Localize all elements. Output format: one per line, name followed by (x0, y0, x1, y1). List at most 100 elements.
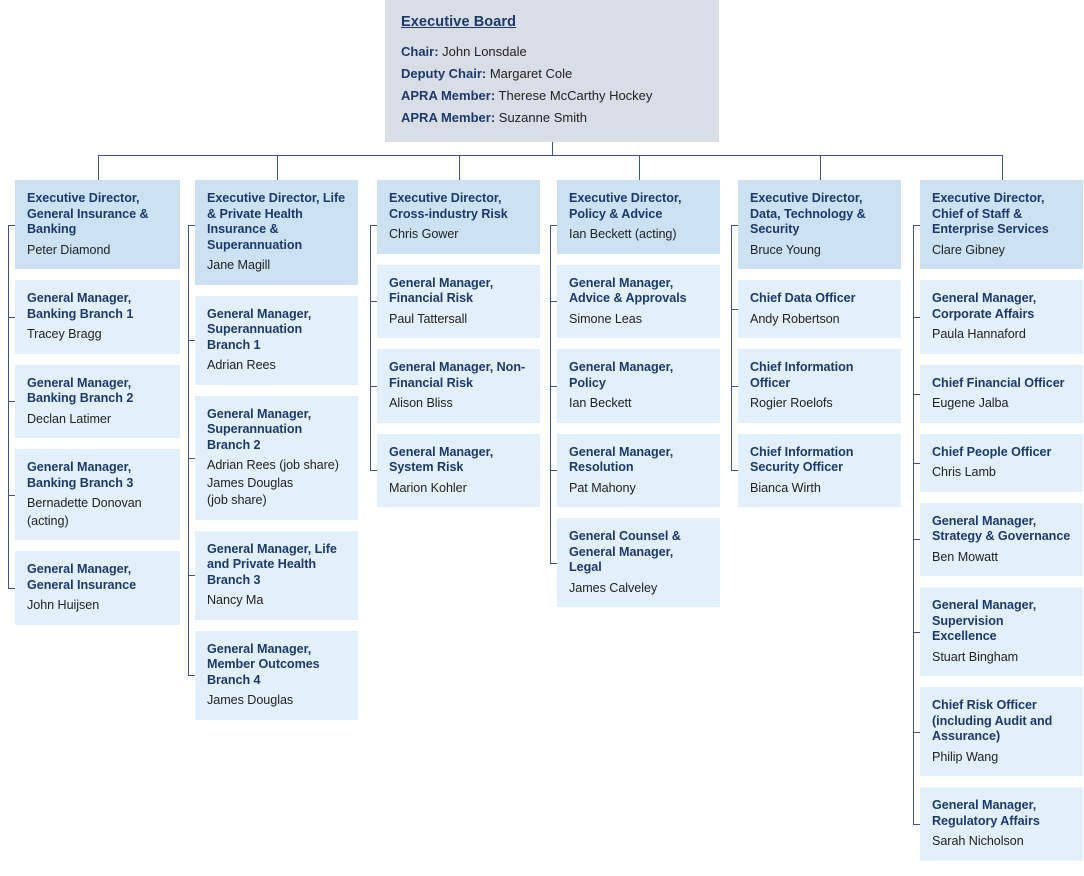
connector-stub-to-report (731, 386, 738, 387)
person-name: Paula Hannaford (932, 326, 1071, 344)
connector-column-spine (550, 225, 551, 563)
position-title: General Counsel & General Manager, Legal (569, 529, 681, 574)
position-title: Chief Risk Officer (including Audit and … (932, 698, 1053, 743)
person-name-line: Adrian Rees (207, 358, 276, 372)
person-name: Eugene Jalba (932, 395, 1071, 413)
person-name-line: Declan Latimer (27, 411, 111, 426)
executive-director-card: Executive Director, General Insurance & … (15, 180, 180, 269)
direct-report-card: General Manager, Member Outcomes Branch … (195, 630, 358, 720)
board-member-name: Margaret Cole (486, 66, 573, 81)
connector-stub-to-report (913, 394, 920, 395)
person-name-line: Philip Wang (932, 749, 999, 764)
person-name-line: Chris Lamb (932, 465, 996, 479)
person-name-line: Ben Mowatt (932, 549, 998, 564)
person-name: Adrian Rees (207, 357, 346, 375)
person-name: Chris Lamb (932, 464, 1071, 482)
person-name: Marion Kohler (389, 480, 528, 498)
connector-column-spine (8, 225, 9, 588)
person-name-line: (acting) (27, 513, 69, 528)
person-name-line: Paul Tattersall (389, 311, 468, 326)
connector-drop-to-director (820, 155, 821, 180)
position-title: General Manager, Non-Financial Risk (389, 360, 526, 390)
connector-stub-to-report (370, 301, 377, 302)
connector-stub-to-report (913, 632, 920, 633)
connector-column-spine (188, 225, 189, 675)
board-member-name: John Lonsdale (438, 44, 527, 59)
position-title: Chief Data Officer (750, 291, 856, 305)
person-name: Pat Mahony (569, 480, 708, 498)
person-name: Simone Leas (569, 311, 708, 329)
person-name-line: Rogier Roelofs (750, 396, 833, 410)
connector-stub-to-director (550, 225, 557, 226)
position-title: Executive Director, Chief of Staff & Ent… (932, 191, 1049, 236)
position-title: Chief People Officer (932, 444, 1052, 459)
person-name-line: Marion Kohler (389, 480, 467, 495)
connector-stub-to-report (550, 470, 557, 471)
person-name: Jane Magill (207, 257, 346, 275)
person-name-line: Bianca Wirth (750, 480, 821, 495)
position-title: General Manager, Resolution (569, 444, 674, 475)
person-name-line: Jane Magill (207, 258, 271, 272)
person-name: Sarah Nicholson (932, 833, 1071, 851)
person-name: John Huijsen (27, 597, 168, 615)
position-title: General Manager, Advice & Approvals (569, 275, 687, 306)
person-name: Alison Bliss (389, 395, 528, 413)
connector-stub-to-report (913, 824, 920, 825)
connector-stub-to-report (370, 386, 377, 387)
position-title: General Manager, Supervision Excellence (932, 598, 1037, 643)
person-name: Stuart Bingham (932, 649, 1071, 667)
connector-board-drop (552, 142, 553, 155)
person-name: Tracey Bragg (27, 326, 168, 344)
person-name-line: James Calveley (569, 580, 658, 595)
person-name: James Calveley (569, 580, 708, 598)
person-name-line: Paula Hannaford (932, 327, 1026, 341)
board-member-role: APRA Member: (401, 88, 496, 103)
connector-stub-to-director (188, 225, 195, 226)
connector-distribution-bus (98, 155, 1002, 156)
position-title: General Manager, Strategy & Governance (932, 513, 1071, 544)
connector-stub-to-report (731, 470, 738, 471)
person-name: Clare Gibney (932, 242, 1071, 260)
board-member-name: Therese McCarthy Hockey (495, 88, 653, 103)
connector-stub-to-report (8, 401, 15, 402)
connector-stub-to-director (370, 225, 377, 226)
person-name-line: Clare Gibney (932, 242, 1005, 257)
person-name-line: Pat Mahony (569, 480, 636, 495)
connector-stub-to-report (8, 588, 15, 589)
board-member-row: Chair: John Lonsdale (401, 41, 703, 63)
position-title: General Manager, Corporate Affairs (932, 291, 1037, 321)
connector-drop-to-director (98, 155, 99, 180)
position-title: Executive Director, Data, Technology & S… (750, 191, 866, 236)
person-name-line: Alison Bliss (389, 396, 453, 410)
person-name-line: James Douglas (207, 475, 294, 490)
connector-stub-to-report (8, 317, 15, 318)
position-title: General Manager, System Risk (389, 444, 494, 475)
connector-column-spine (370, 225, 371, 470)
person-name: Adrian Rees (job share)James Douglas(job… (207, 457, 346, 510)
executive-director-card: Executive Director, Data, Technology & S… (738, 180, 901, 269)
position-title: General Manager, Policy (569, 360, 674, 390)
position-title: General Manager, General Insurance (27, 562, 137, 592)
connector-stub-to-report (370, 470, 377, 471)
connector-stub-to-director (731, 225, 738, 226)
connector-stub-to-report (913, 317, 920, 318)
connector-stub-to-report (188, 575, 195, 576)
person-name: Declan Latimer (27, 411, 168, 429)
person-name-line: Ian Beckett (569, 396, 632, 410)
board-member-role: APRA Member: (401, 110, 496, 125)
executive-director-card: Executive Director, Life & Private Healt… (195, 180, 358, 285)
